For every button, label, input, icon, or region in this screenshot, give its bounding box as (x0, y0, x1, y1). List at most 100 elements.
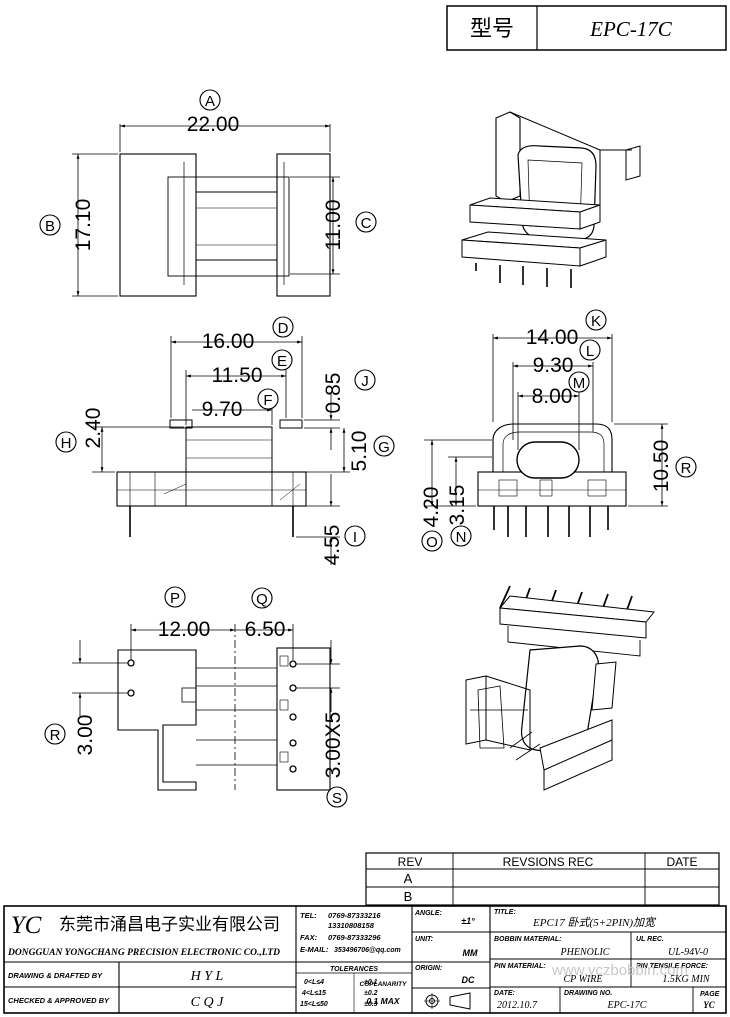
dim-g-letter: G (378, 439, 390, 456)
front-view: 16.00 D 11.50 E 9.70 F 0.85 J 5.10 G 2.4 (55, 316, 395, 566)
bobbin-material-value: PHENOLIC (560, 947, 610, 958)
dim-b-value: 17.10 (72, 199, 95, 252)
dim-p-value: 12.00 (158, 618, 211, 641)
company-logo: YC (11, 912, 42, 939)
dim-m-letter: M (573, 375, 586, 392)
pin-tensile-label: PIN TENSILE FORCE: (636, 963, 708, 970)
title-value: EPC17 卧式(5+2PIN)加宽 (532, 916, 657, 929)
dim-k-value: 14.00 (526, 326, 579, 349)
projection-symbol (424, 992, 471, 1010)
revisions-header: REVSIONS REC (503, 855, 594, 869)
dim-k-letter: K (591, 313, 601, 330)
dim-i-letter: I (353, 529, 357, 546)
rev-header: REV (398, 855, 423, 869)
dim-e-value: 11.50 (212, 364, 263, 387)
drawing-no-label: DRAWING NO. (564, 990, 612, 997)
unit-value: MM (463, 948, 478, 958)
dim-a-letter: A (205, 93, 215, 110)
tolerances-label: TOLERANCES (330, 966, 378, 973)
dim-r2-letter: R (50, 727, 61, 744)
dim-l-letter: L (586, 343, 594, 360)
tol-range-3: 15<L≤50 (300, 1001, 328, 1008)
dim-j-letter: J (361, 373, 369, 390)
email-label: E-MAIL: (300, 945, 329, 954)
coplanarity-value: 0.1 MAX (366, 996, 400, 1006)
pin-material-label: PIN MATERIAL: (494, 963, 546, 970)
tol-range-2: 4<L≤15 (301, 990, 326, 997)
tel-value-2: 13310808158 (328, 921, 375, 930)
header-box: 型号 EPC-17C (446, 5, 727, 51)
coplanarity-label: COPLANARITY (360, 981, 408, 988)
ul-rec-label: UL REC. (636, 936, 664, 943)
dim-n-value: 3.15 (446, 485, 469, 526)
tol-value-2: ±0.2 (364, 990, 378, 997)
dim-l-value: 9.30 (533, 354, 574, 377)
tol-value-1: ±0.1 (364, 979, 378, 986)
dim-r-letter: R (681, 460, 692, 477)
unit-label: UNIT: (415, 936, 433, 943)
dim-r2-value: 3.00 (74, 715, 97, 756)
dim-f-letter: F (263, 392, 272, 409)
dim-p-letter: P (170, 590, 180, 607)
dim-m-value: 8.00 (532, 385, 573, 408)
dim-o-value: 4.20 (420, 487, 443, 528)
revision-table: REV REVSIONS REC DATE A B (365, 852, 720, 906)
dim-e-letter: E (277, 353, 287, 370)
bottom-view: 12.00 P 6.50 Q 3.00 R 3.00X5 S (44, 586, 348, 808)
title-block: YC 东莞市涌昌电子实业有限公司 DONGGUAN YONGCHANG PREC… (3, 905, 727, 1014)
dim-h-letter: H (61, 435, 72, 452)
type-label: 型号 (470, 16, 514, 41)
rev-row-a: A (404, 871, 413, 886)
dim-q-letter: Q (256, 591, 268, 608)
dim-r-value: 10.50 (650, 440, 673, 493)
drawing-no-value: EPC-17C (607, 1000, 647, 1011)
checked-by-label: CHECKED & APPROVED BY (8, 996, 110, 1005)
dim-s-letter: S (332, 790, 342, 807)
dim-j-value: 0.85 (322, 373, 345, 414)
origin-label: ORIGIN: (415, 965, 442, 972)
top-view: 22.00 A 17.10 B 11.00 C (39, 89, 377, 297)
drafted-by-label: DRAWING & DRAFTED BY (8, 971, 103, 980)
watermark: www.yczbobbin.com (551, 962, 688, 979)
tol-range-1: 0<L≤4 (304, 979, 324, 986)
fax-value: 0769-87333296 (328, 933, 381, 942)
dim-o-letter: O (426, 534, 438, 551)
tol-value-3: ±0.3 (364, 1001, 378, 1008)
company-name-en: DONGGUAN YONGCHANG PRECISION ELECTRONIC … (7, 948, 280, 958)
dim-f-value: 9.70 (202, 398, 243, 421)
pin-material-value: CP WIRE (564, 974, 603, 985)
page-label: PAGE (700, 991, 720, 998)
ul-rec-value: UL-94V-0 (668, 947, 708, 958)
dim-i-value: 4.55 (321, 525, 344, 566)
dim-d-letter: D (278, 320, 289, 337)
fax-label: FAX: (300, 933, 318, 942)
angle-label: ANGLE: (414, 910, 442, 917)
dim-s-value: 3.00X5 (322, 712, 345, 779)
company-name-cn: 东莞市涌昌电子实业有限公司 (59, 915, 280, 934)
pin-tensile-value: 1.5KG MIN (662, 974, 711, 985)
angle-value: ±1° (461, 916, 475, 926)
dim-h-value: 2.40 (82, 408, 105, 449)
dim-g-value: 5.10 (348, 431, 371, 472)
dim-n-letter: N (456, 529, 467, 546)
drafted-by-value: H Y L (190, 969, 224, 984)
dim-d-value: 16.00 (202, 330, 255, 353)
side-view: 14.00 K 9.30 L 8.00 M 10.50 R 4.20 O 3.1 (420, 309, 697, 552)
rev-row-b: B (404, 889, 413, 904)
dim-a-value: 22.00 (187, 113, 240, 136)
date-value: 2012.10.7 (497, 1000, 538, 1011)
email-value: 353496706@qq.com (334, 947, 401, 954)
date-label: DATE: (494, 990, 515, 997)
dim-b-letter: B (45, 218, 55, 235)
iso-view-top (461, 111, 641, 288)
page-value: YC (703, 1000, 715, 1010)
title-label: TITLE: (494, 909, 516, 916)
dim-c-value: 11.00 (322, 200, 345, 251)
date-header: DATE (666, 855, 697, 869)
tel-value-1: 0769-87333216 (328, 911, 381, 920)
tel-label: TEL: (300, 911, 317, 920)
bobbin-material-label: BOBBIN MATERIAL: (494, 936, 562, 943)
dim-q-value: 6.50 (245, 618, 286, 641)
model-number: EPC-17C (589, 17, 673, 41)
